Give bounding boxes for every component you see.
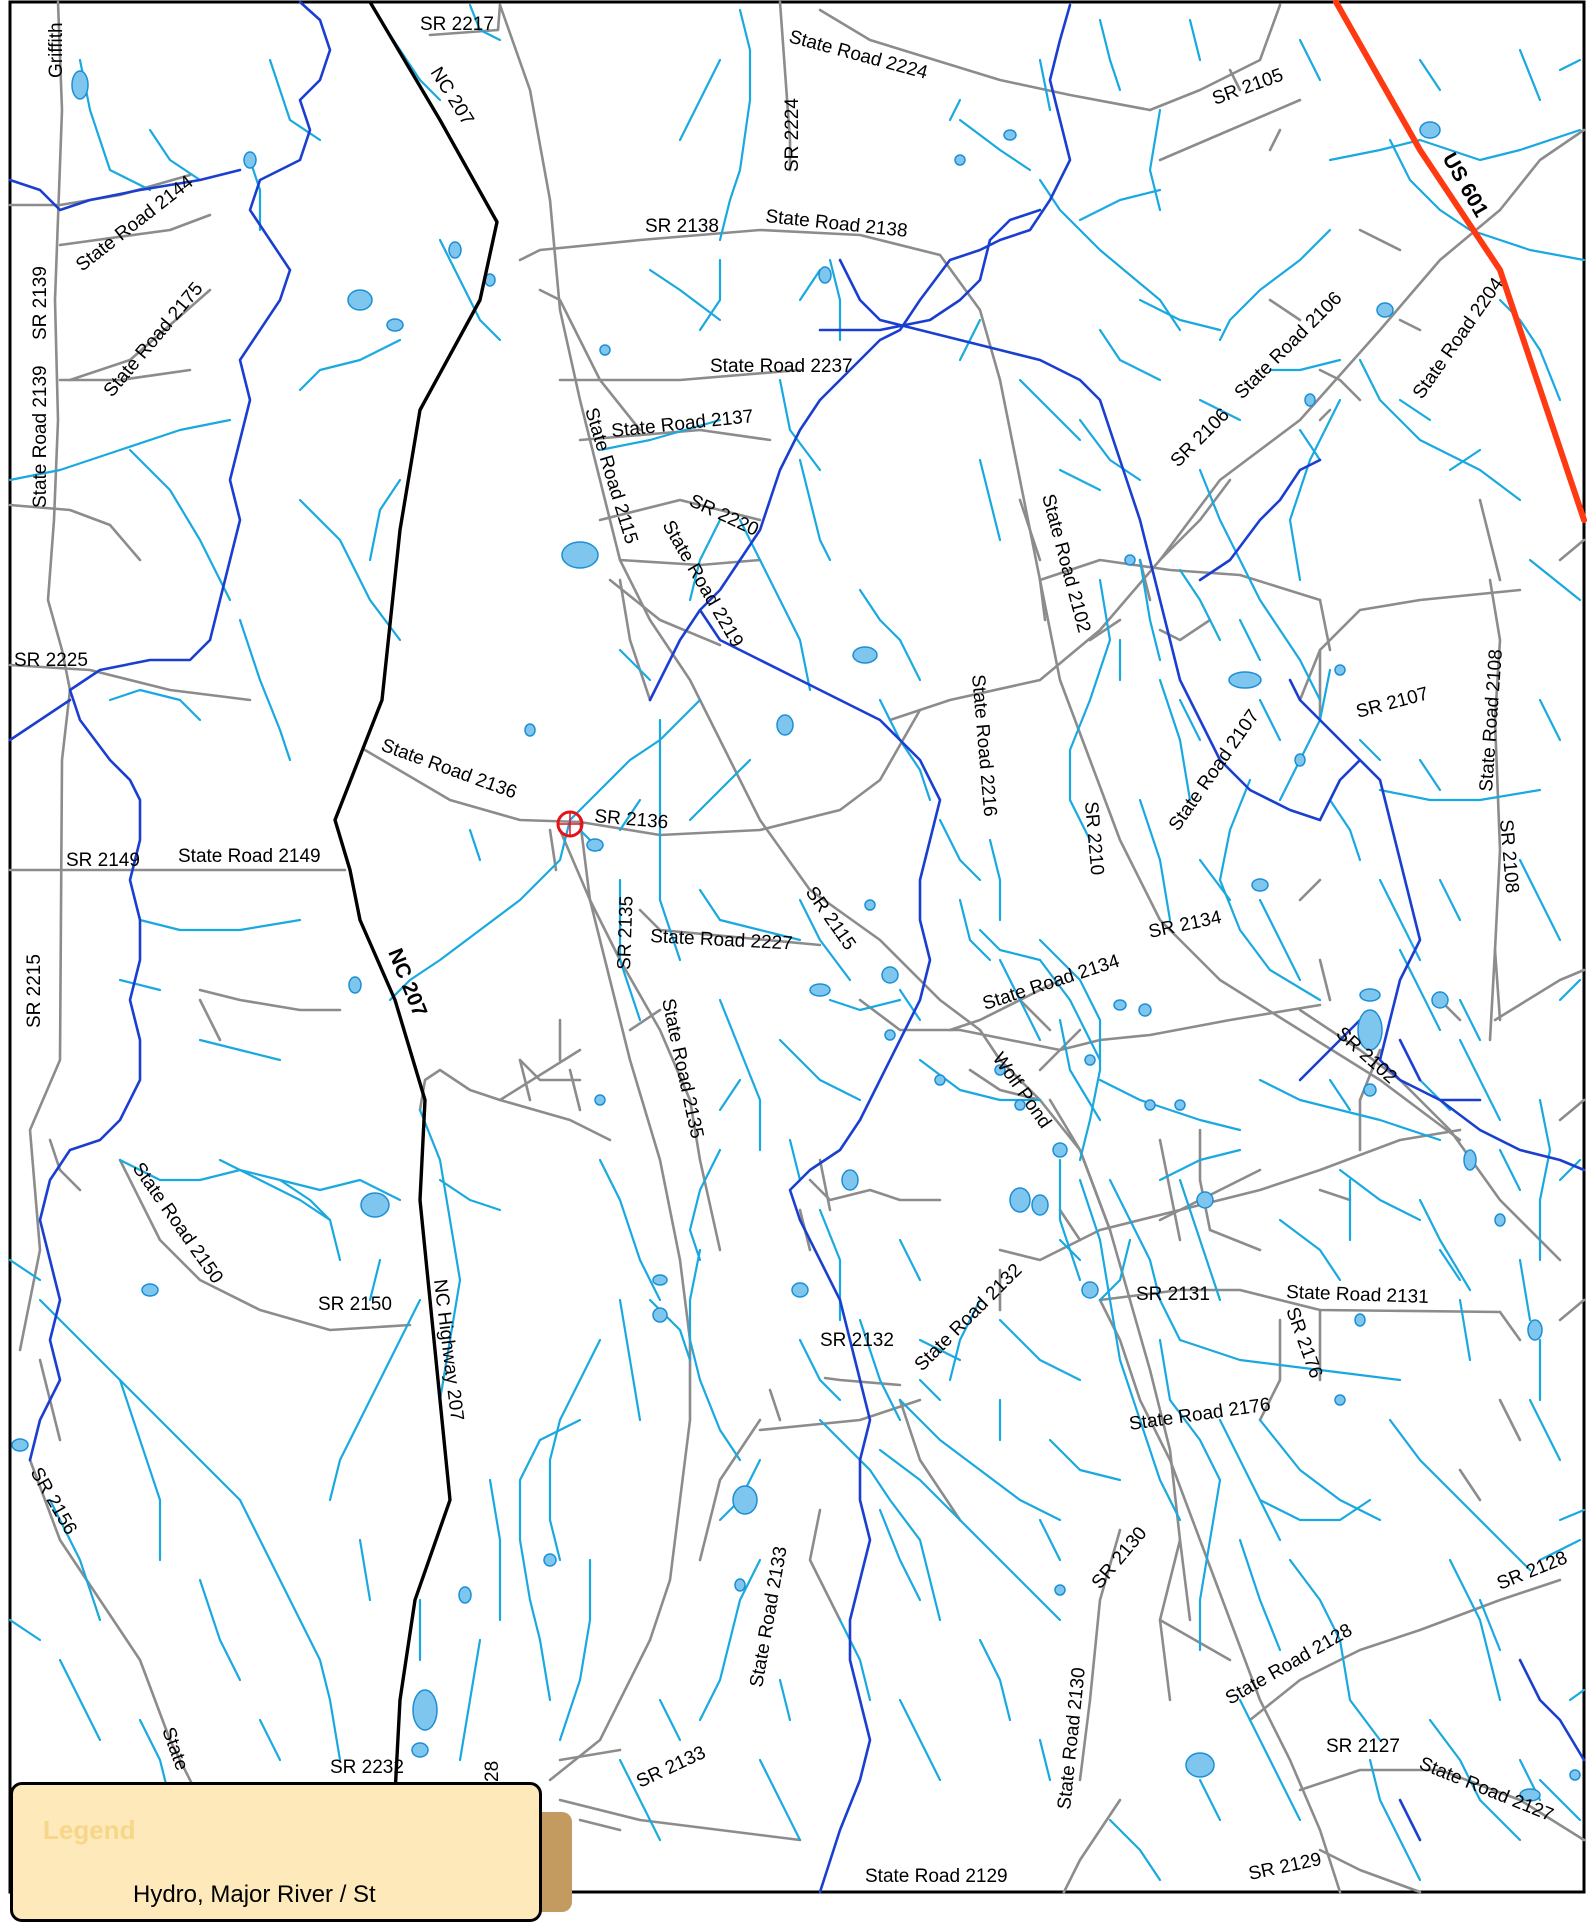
route-label: SR 2217 [420,14,494,35]
nc-207-line [333,1,499,1795]
legend-title: Legend [43,1815,136,1845]
route-label: 28 [482,1761,503,1782]
route-label: SR 2135 [614,896,638,971]
route-label: State Road 2149 [178,846,321,867]
route-label: SR 2139 [30,266,51,340]
rivers-layer [8,0,1586,1894]
route-label: State Road 2139 [30,365,51,508]
route-label: Griffith [46,22,67,78]
route-label: SR 2149 [66,850,140,871]
streams-layer [8,3,1586,1882]
route-label: SR 2225 [14,650,88,671]
ponds-layer [11,70,1581,1802]
legend-panel: Legend Hydro, Major River / St [10,1782,542,1922]
map-frame [8,0,1586,1894]
route-label: SR 2224 [782,98,803,172]
route-label: State Road 2131 [1286,1282,1429,1308]
route-label: SR 2232 [330,1757,404,1778]
us-601-line [1333,0,1587,523]
route-label: State Road 2237 [710,356,853,377]
route-label: SR 2131 [1136,1284,1210,1305]
route-label: SR 2215 [24,954,45,1028]
route-label: SR 2150 [318,1294,392,1315]
route-label: SR 2127 [1326,1736,1400,1757]
route-label: SR 2132 [820,1330,894,1351]
route-label: SR 2138 [645,216,719,237]
legend-item-label: Hydro, Major River / St [133,1881,376,1908]
route-label: State Road 2129 [865,1866,1008,1887]
